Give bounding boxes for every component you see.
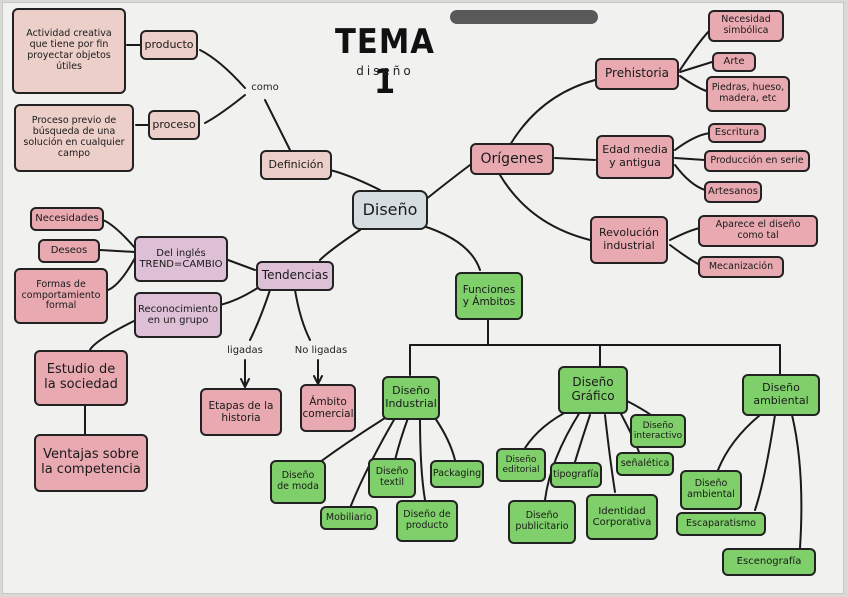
origenes-node: Orígenes: [470, 143, 554, 175]
revolucion-item: Mecanización: [698, 256, 784, 278]
grafico-item: Identidad Corporativa: [586, 494, 658, 540]
producto-desc-node: Actividad creativa que tiene por fin pro…: [12, 8, 126, 94]
link-ingles-formas: [107, 257, 136, 291]
proceso-desc-node: Proceso previo de búsqueda de una soluci…: [14, 104, 134, 172]
edad-node: Edad media y antigua: [596, 135, 674, 179]
ingles-item: Formas de comportamiento formal: [14, 268, 108, 324]
link-gra-publicitario: [544, 411, 581, 501]
revolucion-item: Aparece el diseño como tal: [698, 215, 818, 247]
proceso-node: proceso: [148, 110, 200, 140]
ambito-node: Ámbito comercial: [300, 384, 356, 432]
link-amb-escenografia: [791, 414, 803, 549]
link-rev-1: [669, 227, 701, 241]
industrial-item: Packaging: [430, 460, 484, 488]
ambiental-item: Escaparatismo: [676, 512, 766, 536]
grafico-item: Diseño editorial: [496, 448, 546, 482]
link-ind-packaging: [434, 417, 456, 461]
link-tend-ingles: [227, 259, 256, 271]
link-rev-2: [669, 244, 701, 266]
ingles-item: Necesidades: [30, 207, 104, 231]
ambiental-item: Escenografía: [722, 548, 816, 576]
grafico-item: señalética: [616, 452, 674, 476]
link-como-proceso: [204, 94, 246, 124]
link-ingles-deseos: [99, 249, 136, 253]
page-title: TEMA 1: [335, 22, 435, 102]
link-orig-prehistoria: [509, 79, 596, 146]
link-orig-revolucion: [499, 174, 591, 241]
industrial-item: Mobiliario: [320, 506, 378, 530]
industrial-item: Diseño de producto: [396, 500, 458, 542]
ventajas-node: Ventajas sobre la competencia: [34, 434, 148, 492]
link-def-como: [264, 99, 291, 151]
link-edad-3: [674, 164, 706, 191]
tendencias-node: Tendencias: [256, 261, 334, 291]
ingles-item: Deseos: [38, 239, 100, 263]
link-pre-2: [679, 61, 713, 73]
link-como-producto: [199, 49, 246, 89]
grafico-node: Diseño Gráfico: [558, 366, 628, 414]
link-edad-1: [674, 132, 711, 151]
link-tend-reconocimiento: [219, 284, 263, 306]
arrow-ligadas: [240, 378, 250, 390]
ambiental-item: Diseño ambiental: [680, 470, 742, 510]
definicion-node: Definición: [260, 150, 332, 180]
link-ind-textil: [394, 417, 409, 461]
etapas-node: Etapas de la historia: [200, 388, 282, 436]
center-node: Diseño: [352, 190, 428, 230]
prehistoria-item: Piedras, hueso, madera, etc: [706, 76, 790, 112]
link-amb-diseno: [717, 414, 761, 471]
prehistoria-item: Arte: [712, 52, 756, 72]
prehistoria-node: Prehistoria: [595, 58, 679, 90]
link-gra-identidad: [604, 414, 616, 493]
funciones-node: Funciones y Ámbitos: [455, 272, 523, 320]
redacted-scribble: [450, 10, 598, 24]
grafico-item: Diseño publicitario: [508, 500, 576, 544]
no-ligadas-label: No ligadas: [294, 345, 348, 356]
edad-item: Escritura: [708, 123, 766, 143]
producto-node: producto: [140, 30, 198, 60]
prehistoria-item: Necesidad simbólica: [708, 10, 784, 42]
grafico-item: tipografía: [550, 462, 602, 488]
page-subtitle: diseño: [356, 64, 414, 78]
link-ind-moda: [319, 417, 386, 463]
industrial-item: Diseño de moda: [270, 460, 326, 504]
ambiental-node: Diseño ambiental: [742, 374, 820, 416]
link-ind-producto: [419, 417, 426, 501]
edad-item: Artesanos: [704, 181, 762, 203]
industrial-node: Diseño Industrial: [382, 376, 440, 420]
link-center-definicion: [329, 169, 381, 191]
link-tend-ligadas: [249, 289, 271, 341]
link-center-funciones: [419, 224, 481, 271]
link-ingles-necesidades: [102, 219, 136, 249]
reconocimiento-node: Reconocimiento en un grupo: [134, 292, 222, 338]
estudio-node: Estudio de la sociedad: [34, 350, 128, 406]
como-label: como: [251, 82, 279, 93]
grafico-item: Diseño interactivo: [630, 414, 686, 448]
link-amb-escaparatismo: [754, 414, 776, 511]
link-center-origenes: [424, 164, 471, 201]
link-edad-2: [674, 157, 706, 161]
ligadas-label: ligadas: [227, 345, 263, 356]
link-orig-edad: [554, 157, 596, 161]
link-tend-noligadas: [294, 289, 311, 341]
link-gra-tipografia: [574, 414, 591, 463]
revolucion-node: Revolución industrial: [590, 216, 668, 264]
link-rec-estudio: [89, 317, 141, 351]
ingles-node: Del inglés TREND=CAMBIO: [134, 236, 228, 282]
edad-item: Producción en serie: [704, 150, 810, 172]
industrial-item: Diseño textil: [368, 458, 416, 498]
link-center-tendencias: [319, 229, 361, 261]
